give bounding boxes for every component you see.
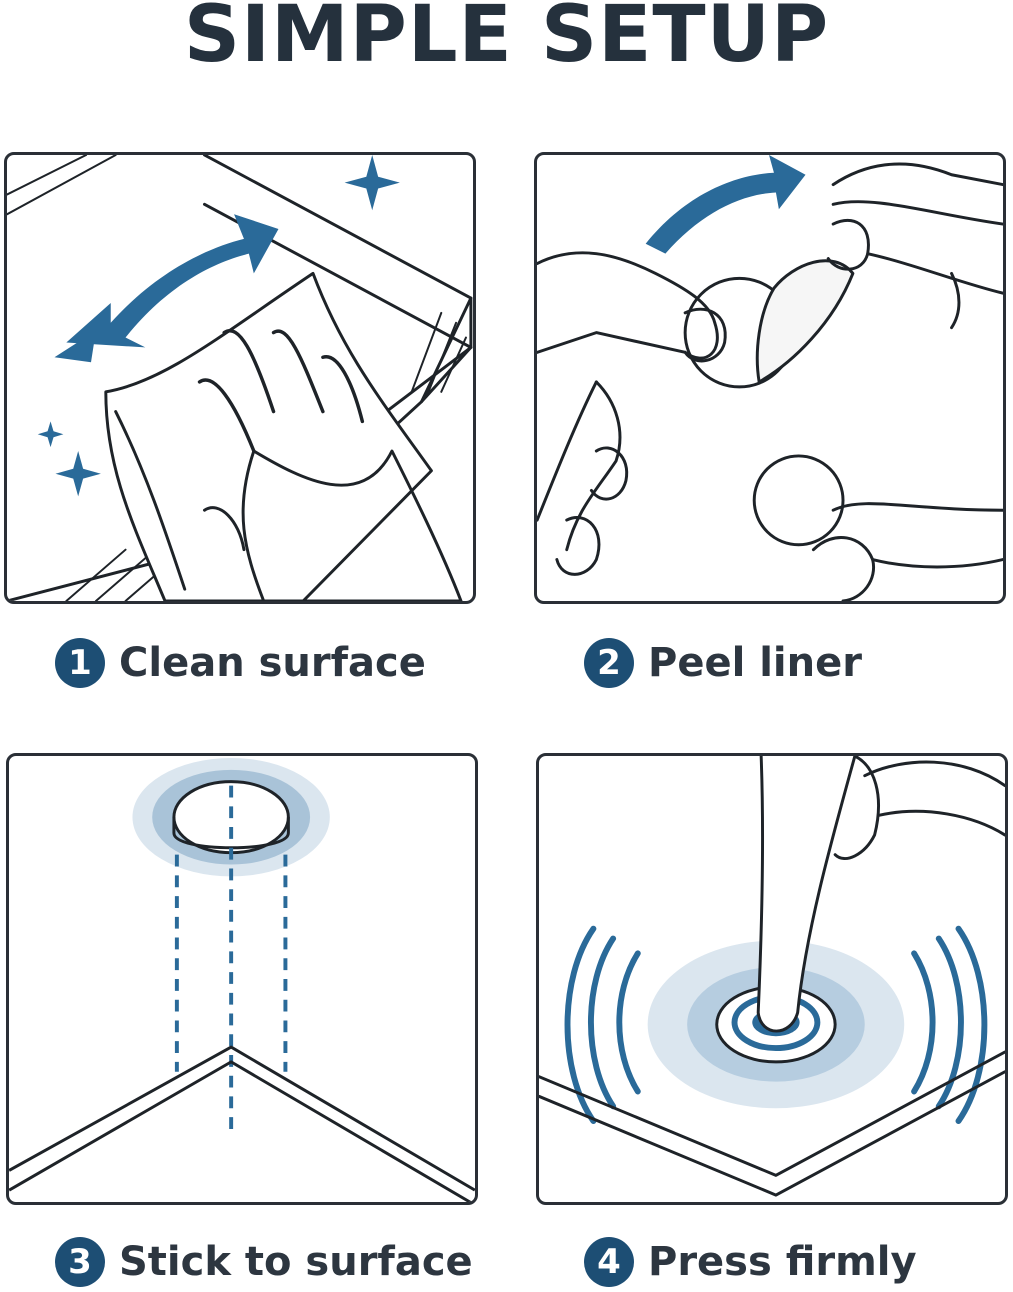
step-1-label: Clean surface: [119, 640, 426, 686]
step-1-illustration: [4, 152, 476, 604]
step-4-label: Press firmly: [648, 1239, 917, 1285]
step-2-caption: 2 Peel liner: [584, 633, 862, 693]
step-2-label: Peel liner: [648, 640, 862, 686]
step-4-number-badge: 4: [584, 1237, 634, 1287]
peel-liner-illustration: [537, 155, 1003, 601]
step-4-caption: 4 Press firmly: [584, 1232, 917, 1292]
step-3-caption: 3 Stick to surface: [55, 1232, 473, 1292]
stick-pad-illustration: [9, 757, 475, 1202]
step-1-caption: 1 Clean surface: [55, 633, 426, 693]
step-3-label: Stick to surface: [119, 1239, 473, 1285]
wipe-surface-illustration: [7, 155, 473, 601]
step-2-illustration: [534, 152, 1006, 604]
step-4-illustration: [536, 753, 1008, 1205]
press-finger-illustration: [539, 756, 1005, 1197]
step-1-number-badge: 1: [55, 638, 105, 688]
step-3-number-badge: 3: [55, 1237, 105, 1287]
page-title: SIMPLE SETUP: [183, 0, 830, 80]
step-3-illustration: [6, 753, 478, 1205]
step-2-number-badge: 2: [584, 638, 634, 688]
